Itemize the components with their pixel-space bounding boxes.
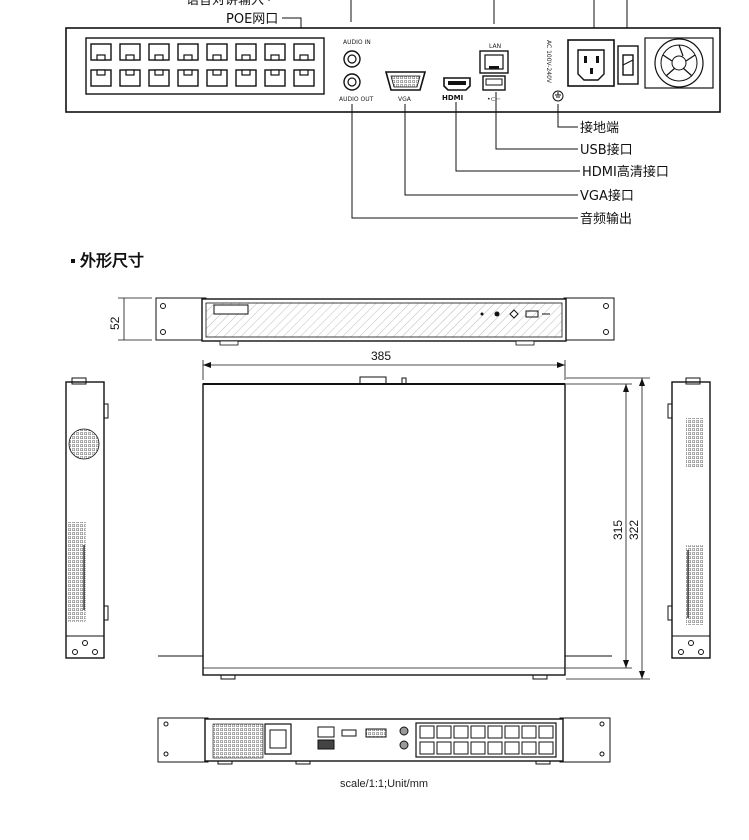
vga-text: VGA (398, 96, 412, 103)
rear-panel-diagram: 语音对讲输入 POE网口 (65, 0, 721, 227)
usb-port (482, 75, 506, 91)
dim-width: 385 (371, 349, 391, 363)
audio-out-text: AUDIO OUT (339, 96, 374, 103)
power-switch (617, 45, 639, 85)
callout-vga: VGA接口 (580, 188, 634, 204)
dim-depth-inner: 315 (611, 520, 625, 540)
callout-usb: USB接口 (580, 142, 633, 158)
lan-text: LAN (489, 43, 501, 50)
audio-in-jack (343, 50, 361, 68)
audio-out-jack (343, 73, 361, 91)
callout-audio: 音频输出 (580, 211, 632, 227)
audio-in-text: AUDIO IN (343, 39, 371, 46)
section-bullet-icon (71, 259, 75, 263)
lan-port (479, 50, 509, 74)
dim-depth-outer: 322 (627, 520, 641, 540)
hdmi-port (443, 77, 471, 91)
callout-hdmi: HDMI高清接口 (582, 164, 669, 180)
power-inlet (567, 39, 615, 87)
callout-ground: 接地端 (580, 120, 619, 136)
ground-icon (552, 90, 564, 102)
dim-height: 52 (108, 316, 122, 330)
section-title: 外形尺寸 (79, 251, 144, 270)
top-view: 385 315 322 (158, 349, 650, 680)
usb-symbol-text: •⊂⊢ (487, 96, 501, 103)
vga-port (384, 71, 427, 91)
rear-view (157, 717, 611, 765)
left-side-view (65, 377, 109, 659)
power-rating-text: AC 100V-240V (545, 40, 552, 84)
poe-callout-label: POE网口 (226, 12, 278, 27)
scale-note: scale/1:1;Unit/mm (340, 778, 428, 790)
fan (644, 37, 714, 89)
front-view: 52 (108, 297, 615, 346)
right-side-view (667, 377, 711, 659)
hdmi-text: HDMI (442, 94, 463, 102)
partial-callout-label: 语音对讲输入 (186, 0, 264, 8)
